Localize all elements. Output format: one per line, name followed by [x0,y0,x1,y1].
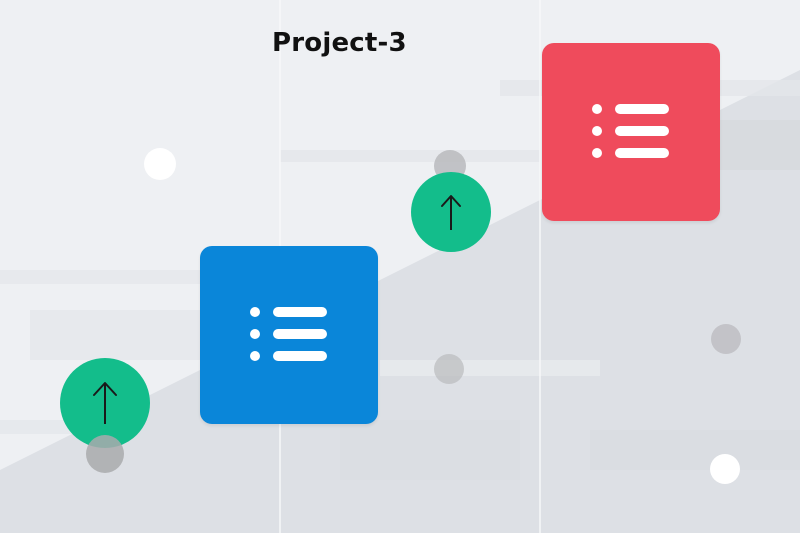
list-icon [592,104,669,158]
gray-dot [86,435,124,473]
arrow-badge[interactable] [60,358,150,448]
gray-dot [434,354,464,384]
white-dot [710,454,740,484]
list-card-blue[interactable] [200,246,378,424]
arrow-badge[interactable] [411,172,491,252]
page-title: Project-3 [272,28,407,58]
white-dot [144,148,176,180]
list-icon [250,307,327,361]
gray-dot [711,324,741,354]
arrow-up-icon [93,382,117,424]
arrow-up-icon [441,195,461,230]
list-card-red[interactable] [542,43,720,221]
